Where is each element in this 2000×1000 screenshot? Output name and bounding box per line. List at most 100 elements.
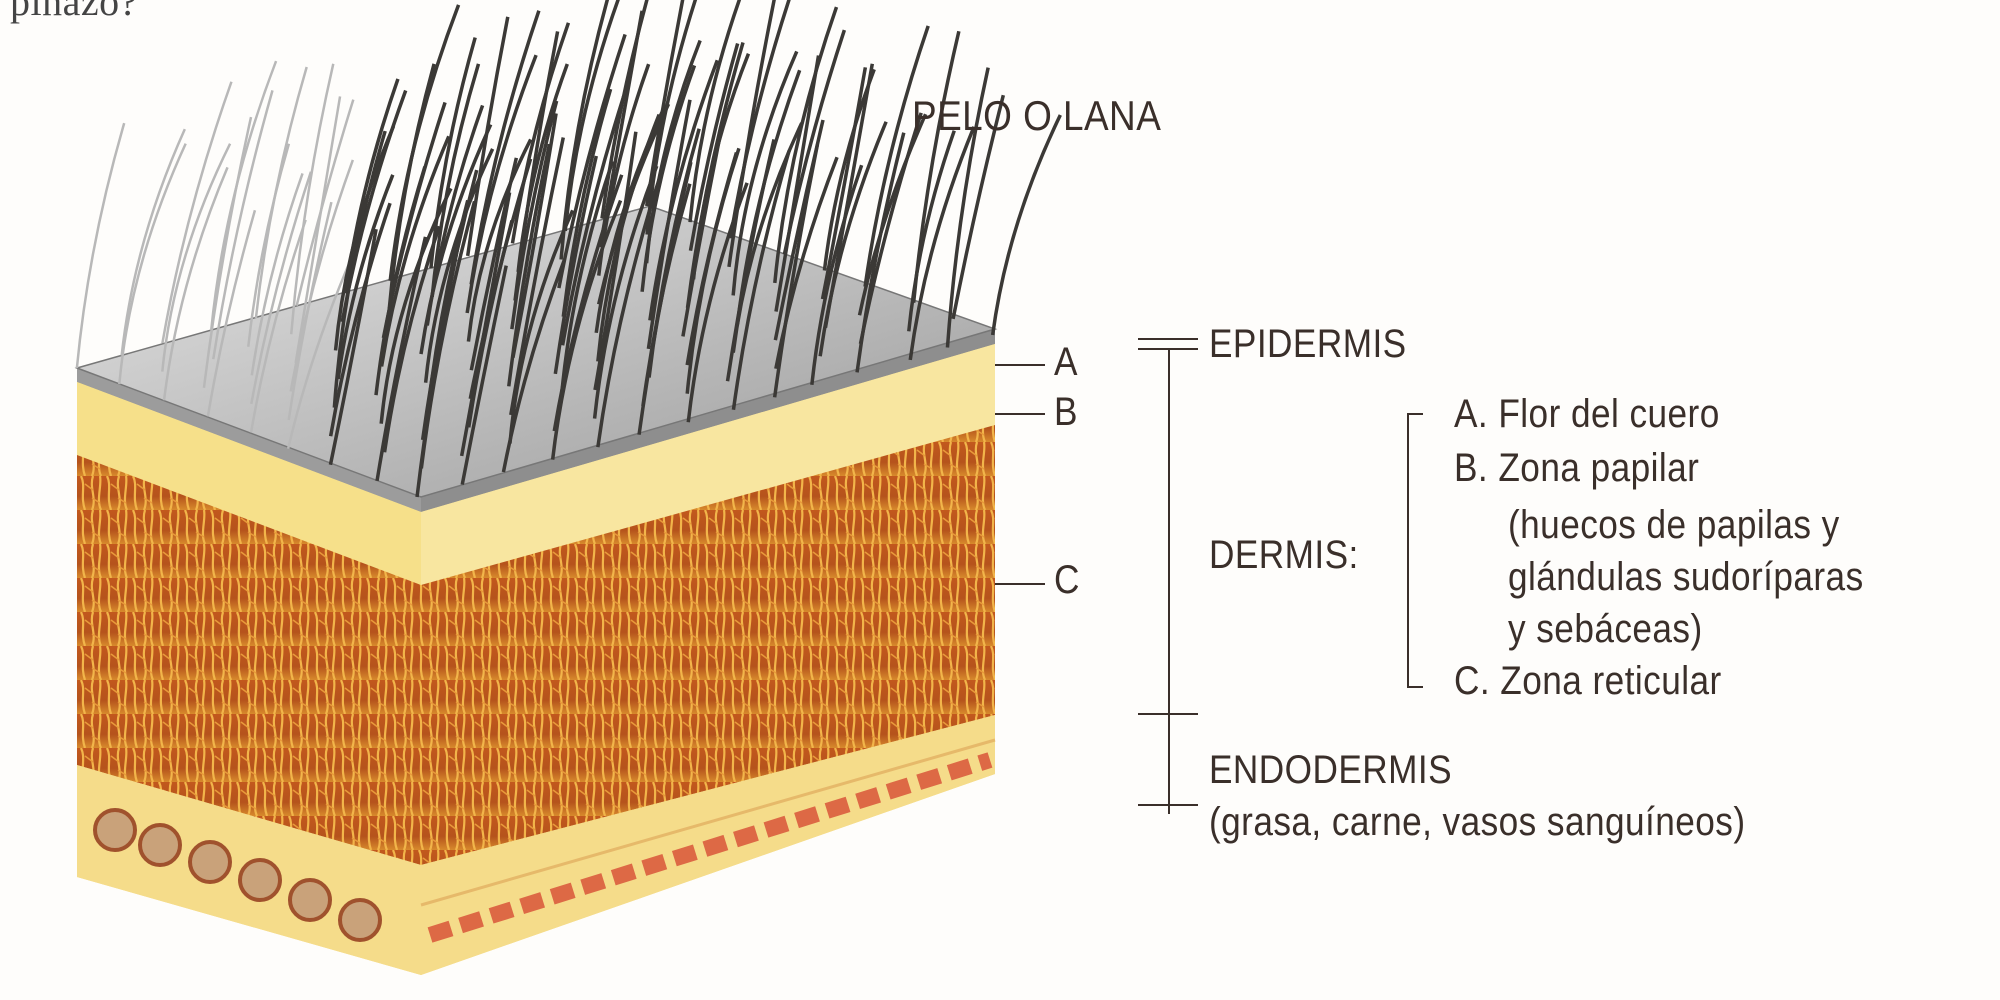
papillary-layer-right (421, 344, 995, 585)
hair-strand (250, 172, 304, 376)
hair-strand (430, 63, 481, 298)
hair-strand (508, 209, 575, 444)
marker-line-b (995, 413, 1045, 415)
hair-strand (990, 114, 1062, 336)
hair-strand (774, 55, 821, 312)
hair-strand (419, 123, 493, 355)
hair-strand (501, 259, 567, 473)
hair-strand (728, 0, 791, 239)
hair-strand (731, 149, 791, 411)
dermis-bracket-bottom (1407, 686, 1423, 688)
hair-strand (645, 0, 698, 235)
hair-strand (429, 37, 477, 269)
hair-strand (820, 67, 868, 300)
hair-strand (250, 171, 313, 405)
hair-strand (460, 265, 508, 485)
vessel-cross-section (188, 840, 232, 884)
hair-strand (559, 160, 615, 403)
vessel-cross-section (238, 858, 282, 902)
vessel-cross-section (93, 808, 137, 852)
hair-strand (247, 143, 291, 347)
hair-strand (510, 22, 571, 244)
dermis-item-b-detail: y sebáceas) (1508, 607, 1703, 651)
main-bracket (1168, 348, 1170, 814)
hair-strand (596, 103, 671, 305)
bracket-tick (1138, 804, 1198, 806)
hair-strand (592, 165, 659, 419)
hair-strand (202, 116, 253, 388)
hair-strand (161, 81, 233, 344)
hair-strand (773, 119, 825, 341)
reticular-layer-right (421, 425, 995, 865)
hair-strand (688, 0, 742, 223)
hair-strand (336, 174, 395, 380)
hair-strand (640, 64, 697, 292)
hair-strand (294, 96, 342, 364)
epidermis-layer-left (77, 368, 421, 512)
vessel-cross-section (338, 898, 382, 942)
hair-strand (343, 78, 400, 294)
dermis-item-b-detail: glándulas sudoríparas (1508, 555, 1864, 599)
hair-label: PELO O LANA (912, 92, 1162, 139)
hair-strand (212, 90, 274, 360)
hair-strand (735, 69, 802, 325)
hair-strand (425, 104, 485, 326)
vessel-cross-section (138, 823, 182, 867)
hair-strand (951, 94, 1006, 320)
hair-strand (647, 128, 701, 378)
right-face (420, 329, 996, 975)
hair-strand (340, 89, 408, 323)
hair-strand (782, 29, 847, 255)
hair-strand (465, 16, 510, 257)
hair-strand (388, 4, 461, 281)
papillary-layer-left (77, 382, 421, 585)
hair-strand (466, 138, 533, 342)
hair-strand (822, 68, 876, 271)
hair-strand (209, 60, 278, 331)
hair-strand (509, 137, 565, 416)
dermis-item-c: C. Zona reticular (1454, 659, 1722, 703)
hair-strand (75, 122, 126, 369)
endodermis-detail: (grasa, carne, vasos sanguíneos) (1209, 800, 1746, 844)
hair-strand (648, 59, 719, 321)
vessel-cross-section (288, 878, 332, 922)
dermis-item-a: A. Flor del cuero (1454, 392, 1720, 436)
hair-strand (563, 0, 620, 232)
dermis-label: DERMIS: (1209, 533, 1359, 577)
hair-strand (254, 66, 308, 319)
hair-strand (557, 33, 627, 289)
hair-strand (120, 128, 186, 356)
hair-strand (774, 156, 839, 370)
epidermis-label: EPIDERMIS (1209, 322, 1407, 366)
hair-strand (550, 199, 623, 460)
hair-strand (162, 166, 229, 401)
dermis-bracket (1407, 413, 1409, 688)
dermis-bracket-top (1407, 413, 1423, 415)
hair-strand (561, 88, 613, 317)
hair-strand (688, 42, 740, 252)
hair-strand (685, 152, 739, 366)
bracket-tick (1138, 338, 1198, 340)
marker-a: A (1054, 340, 1078, 384)
bracket-tick (1138, 713, 1198, 715)
dermis-item-b-detail: (huecos de papilas y (1508, 503, 1840, 547)
hair-strand (206, 209, 257, 417)
hair-strand (911, 30, 961, 303)
hair-strand (907, 130, 956, 332)
marker-line-c (995, 583, 1045, 585)
hair-strand (289, 63, 335, 335)
hair-strand (511, 113, 558, 359)
hair-strand (857, 113, 928, 316)
hair-strand (823, 63, 875, 328)
hair-strand (161, 143, 232, 372)
hair-strand (600, 0, 649, 219)
hair-strand (516, 63, 569, 273)
marker-c: C (1054, 558, 1080, 602)
hair-strand (553, 155, 598, 375)
hair-strand (945, 67, 990, 348)
reticular-layer-left (77, 455, 421, 865)
hair-strand (382, 225, 442, 453)
hair-strand (560, 95, 626, 346)
dermis-item-b: B. Zona papilar (1454, 446, 1700, 490)
